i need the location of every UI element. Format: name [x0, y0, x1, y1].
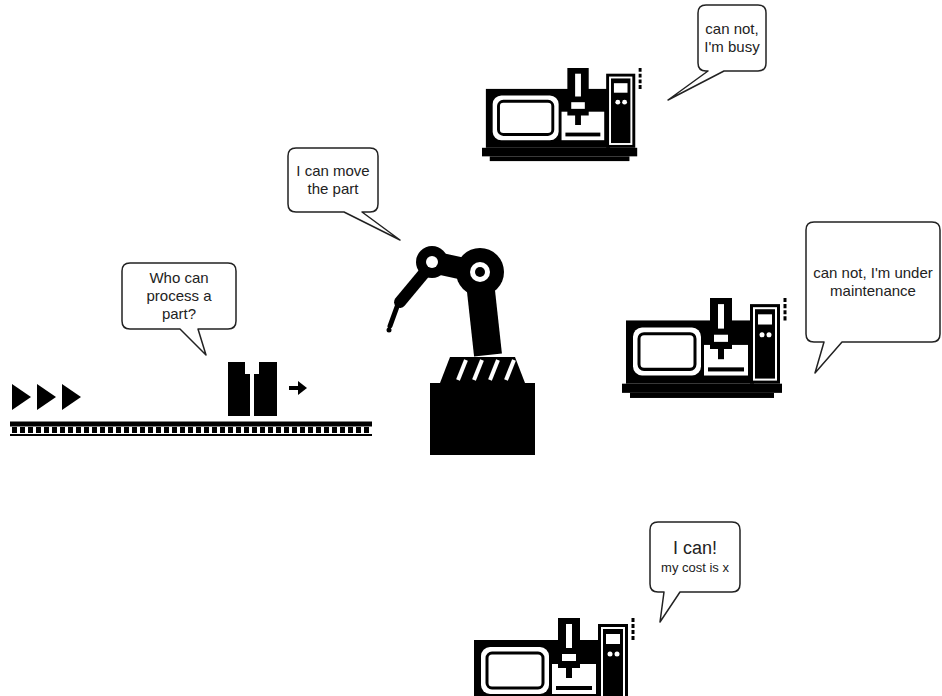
- speech-bubble: I can move the part: [288, 148, 378, 212]
- bubble-shape: [122, 263, 236, 355]
- bubble-shape: [668, 5, 766, 100]
- bubble-text: I can move the part: [294, 162, 372, 198]
- bubble-subtext: my cost is x: [661, 560, 729, 576]
- speech-bubble: can not, I'm under maintenance: [806, 222, 940, 342]
- speech-bubble: can not, I'm busy: [698, 5, 766, 71]
- bubble-text: I can!: [673, 538, 717, 560]
- cnc-machine: [470, 618, 633, 696]
- bubble-shape: [288, 148, 400, 240]
- cnc-machine: [482, 68, 640, 161]
- bubble-text: can not, I'm under maintenance: [812, 264, 934, 300]
- bubble-shape: [650, 522, 740, 622]
- robot-arm: [387, 246, 536, 455]
- cnc-machine: [622, 298, 785, 398]
- bubble-text: Who can process a part?: [128, 269, 230, 323]
- speech-bubble: Who can process a part?: [122, 263, 236, 329]
- speech-bubble: I can!my cost is x: [650, 522, 740, 592]
- bubble-shape: [806, 222, 940, 373]
- conveyor: [10, 384, 372, 435]
- workpiece: [228, 362, 307, 416]
- bubble-text: can not, I'm busy: [704, 20, 760, 56]
